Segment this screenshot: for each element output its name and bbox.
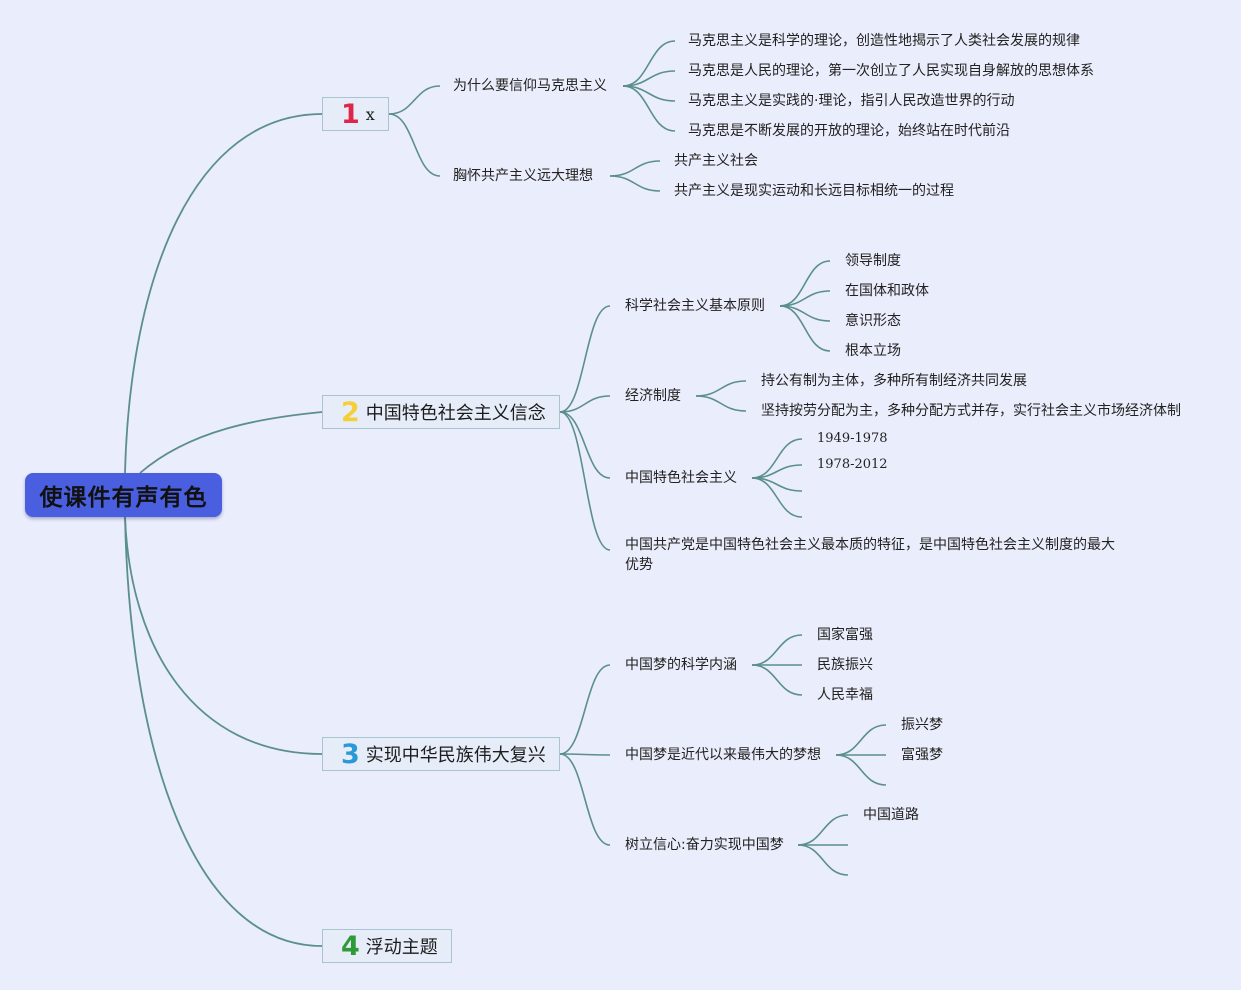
connector-line [751, 664, 803, 696]
connector-line [559, 753, 611, 846]
connector-line [622, 40, 676, 87]
leaf-topic[interactable]: 马克思主义是实践的·理论，指引人民改造世界的行动 [688, 93, 1015, 109]
subtopic-communist-ideal[interactable]: 胸怀共产主义远大理想 [453, 168, 593, 184]
leaf-topic[interactable]: 意识形态 [845, 313, 901, 329]
leaf-topic[interactable]: 中国道路 [863, 807, 919, 823]
leaf-topic[interactable]: 人民幸福 [817, 687, 873, 703]
connector-line [695, 380, 747, 397]
connector-line [797, 814, 849, 846]
leaf-topic[interactable]: 1949-1978 [817, 431, 888, 446]
branch-3-title: 实现中华民族伟大复兴 [365, 745, 546, 766]
connector-line [622, 85, 676, 132]
leaf-topic[interactable]: 马克思主义是科学的理论，创造性地揭示了人类社会发展的规律 [688, 33, 1080, 49]
connector-line [559, 411, 611, 551]
subtopic-greatest-dream[interactable]: 中国梦是近代以来最伟大的梦想 [625, 747, 821, 763]
root-connector [124, 516, 323, 755]
subtopic-chinese-dream-meaning[interactable]: 中国梦的科学内涵 [625, 657, 737, 673]
leaf-topic[interactable]: 坚持按劳分配为主，多种分配方式并存，实行社会主义市场经济体制 [761, 403, 1181, 419]
branch-1-title: x [365, 104, 375, 124]
connector-line [559, 411, 611, 479]
connector-line [559, 395, 611, 413]
connector-line [695, 395, 747, 412]
connector-line [751, 477, 803, 518]
connector-line [835, 724, 887, 756]
connector-line [388, 113, 441, 177]
connector-line [559, 305, 611, 413]
connector-line [609, 175, 661, 192]
root-connector [139, 411, 323, 474]
subtopic-build-confidence[interactable]: 树立信心:奋力实现中国梦 [625, 837, 784, 853]
connector-line [835, 754, 887, 786]
subtopic-party-leadership[interactable]: 中国共产党是中国特色社会主义最本质的特征，是中国特色社会主义制度的最大优势 [625, 537, 1115, 573]
root-topic[interactable]: 使课件有声有色 [25, 473, 222, 517]
leaf-topic[interactable]: 持公有制为主体，多种所有制经济共同发展 [761, 373, 1027, 389]
subtopic-economic-system[interactable]: 经济制度 [625, 388, 681, 404]
subtopic-scientific-socialism[interactable]: 科学社会主义基本原则 [625, 298, 765, 314]
branch-4-topic[interactable]: 4 浮动主题 [322, 929, 452, 963]
branch-4-number: 4 [341, 930, 360, 962]
root-connector [124, 516, 323, 947]
branch-3-number: 3 [341, 738, 360, 770]
leaf-topic[interactable]: 振兴梦 [901, 717, 943, 733]
connector-line [388, 85, 441, 115]
leaf-topic[interactable]: 民族振兴 [817, 657, 873, 673]
leaf-topic[interactable]: 国家富强 [817, 627, 873, 643]
connector-line [779, 260, 831, 307]
leaf-topic[interactable]: 富强梦 [901, 747, 943, 763]
leaf-topic[interactable]: 共产主义是现实运动和长远目标相统一的过程 [674, 183, 954, 199]
leaf-topic[interactable]: 马克思是不断发展的开放的理论，始终站在时代前沿 [688, 123, 1010, 139]
branch-2-topic[interactable]: 2 中国特色社会主义信念 [322, 395, 560, 429]
leaf-topic[interactable]: 1978-2012 [817, 457, 888, 472]
leaf-topic[interactable]: 根本立场 [845, 343, 901, 359]
branch-2-title: 中国特色社会主义信念 [365, 403, 546, 424]
branch-1-number: 1 [341, 98, 360, 130]
root-connector [124, 113, 323, 474]
branch-4-title: 浮动主题 [365, 937, 438, 958]
subtopic-chinese-socialism[interactable]: 中国特色社会主义 [625, 470, 737, 486]
branch-3-topic[interactable]: 3 实现中华民族伟大复兴 [322, 737, 560, 771]
connector-line [559, 753, 611, 756]
subtopic-why-marxism[interactable]: 为什么要信仰马克思主义 [453, 78, 607, 94]
connector-line [779, 305, 831, 352]
leaf-topic[interactable]: 领导制度 [845, 253, 901, 269]
leaf-topic[interactable]: 在国体和政体 [845, 283, 929, 299]
branch-1-topic[interactable]: 1 x [322, 97, 389, 131]
leaf-topic[interactable]: 共产主义社会 [674, 153, 758, 169]
connector-line [559, 664, 611, 755]
connector-line [797, 844, 849, 876]
leaf-topic[interactable]: 马克思是人民的理论，第一次创立了人民实现自身解放的思想体系 [688, 63, 1094, 79]
connector-line [751, 634, 803, 666]
branch-2-number: 2 [341, 396, 360, 428]
connector-line [609, 160, 661, 177]
